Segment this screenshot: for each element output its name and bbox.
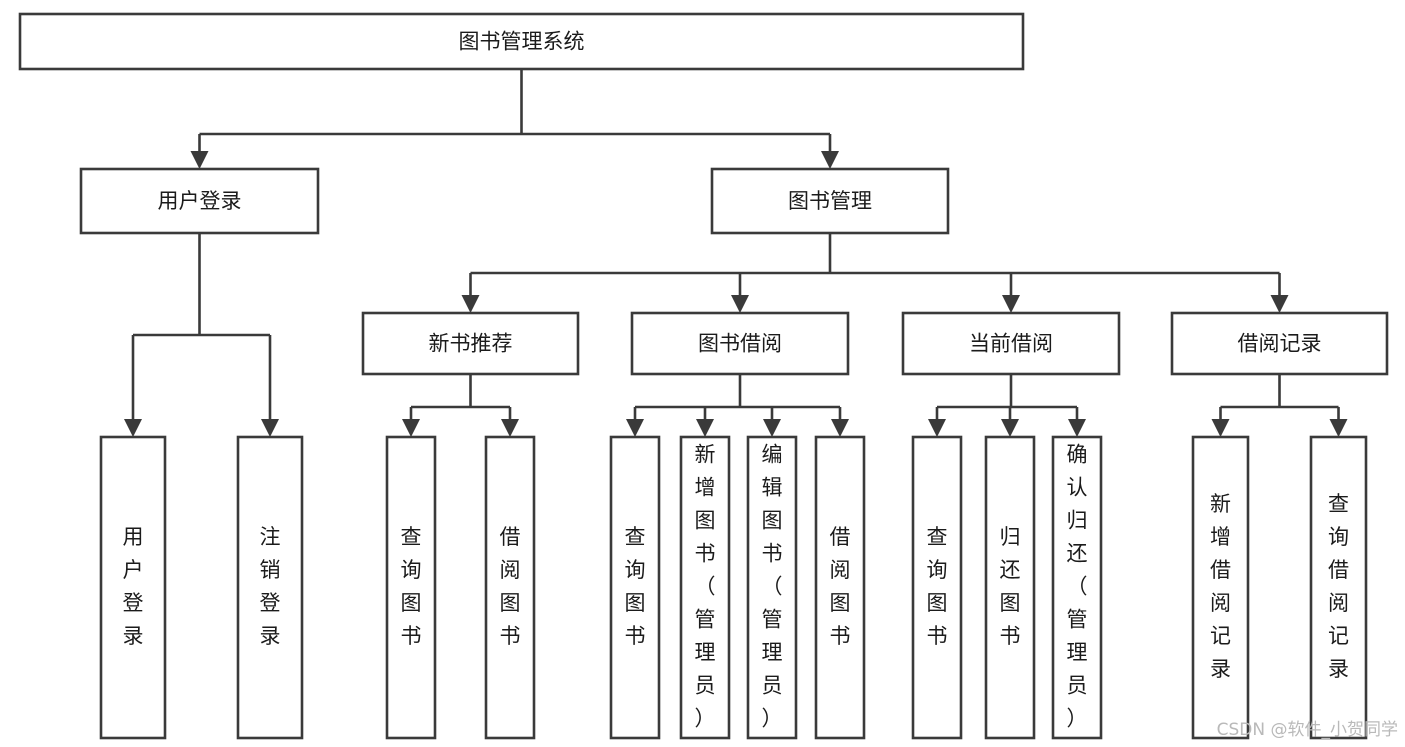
node-label-book-borrow: 图书借阅 [698, 332, 782, 356]
node-box-leaf-borrow-book-recommend [484, 435, 536, 740]
node-box-leaf-return-book [984, 435, 1036, 740]
node-leaf-query-book-current[interactable]: 查询图书 [911, 435, 963, 740]
node-label-leaf-query-book-recommend: 查询图书 [401, 525, 422, 648]
arrow-head-leaf-borrow-book [831, 419, 849, 437]
node-label-current-borrow: 当前借阅 [969, 332, 1053, 356]
arrow-head-leaf-user-logout [261, 419, 279, 437]
arrow-head-current-borrow [1002, 295, 1020, 313]
node-box-leaf-user-logout [236, 435, 304, 740]
node-box-book-borrow [630, 311, 850, 376]
node-new-book-recommend[interactable]: 新书推荐 [361, 311, 580, 376]
node-leaf-confirm-return-admin[interactable]: 确认归还（管理员） [1051, 435, 1103, 740]
node-leaf-add-book-admin[interactable]: 新增图书（管理员） [679, 435, 731, 740]
node-leaf-return-book[interactable]: 归还图书 [984, 435, 1036, 740]
node-root[interactable]: 图书管理系统 [18, 12, 1025, 71]
node-box-leaf-user-login [99, 435, 167, 740]
arrow-head-leaf-query-book-recommend [402, 419, 420, 437]
node-box-borrow-record [1170, 311, 1389, 376]
node-label-leaf-query-book-current: 查询图书 [927, 525, 948, 648]
node-box-leaf-confirm-return-admin [1051, 435, 1103, 740]
node-box-leaf-query-borrow-record [1309, 435, 1368, 740]
arrow-head-leaf-add-borrow-record [1211, 419, 1230, 437]
node-label-leaf-user-logout: 注销登录 [260, 525, 281, 648]
arrow-head-leaf-add-book-admin [696, 419, 714, 437]
node-box-leaf-add-book-admin [679, 435, 731, 740]
node-leaf-borrow-book-recommend[interactable]: 借阅图书 [484, 435, 536, 740]
node-box-leaf-query-book-current [911, 435, 963, 740]
node-leaf-user-logout[interactable]: 注销登录 [236, 435, 304, 740]
node-user-login[interactable]: 用户登录 [79, 167, 320, 235]
node-leaf-borrow-book[interactable]: 借阅图书 [814, 435, 866, 740]
node-box-root [18, 12, 1025, 71]
node-book-borrow[interactable]: 图书借阅 [630, 311, 850, 376]
node-leaf-add-borrow-record[interactable]: 新增借阅记录 [1191, 435, 1250, 740]
arrow-head-leaf-borrow-book-recommend [501, 419, 519, 437]
node-label-borrow-record: 借阅记录 [1238, 332, 1322, 356]
node-label-new-book-recommend: 新书推荐 [429, 332, 513, 356]
arrow-head-new-book-recommend [461, 295, 480, 313]
csdn-watermark: CSDN @软件_小贺同学 [1217, 720, 1398, 740]
node-label-leaf-add-book-admin: 新增图书（管理员） [695, 443, 716, 731]
arrow-head-leaf-return-book [1001, 419, 1019, 437]
arrow-head-leaf-user-login [124, 419, 142, 437]
node-box-current-borrow [901, 311, 1121, 376]
node-label-book-manage: 图书管理 [788, 189, 872, 213]
node-leaf-query-book-recommend[interactable]: 查询图书 [385, 435, 437, 740]
node-box-leaf-add-borrow-record [1191, 435, 1250, 740]
node-box-leaf-query-book-recommend [385, 435, 437, 740]
node-label-leaf-user-login: 用户登录 [123, 525, 144, 648]
arrow-head-book-manage [821, 151, 839, 169]
node-box-leaf-edit-book-admin [746, 435, 798, 740]
arrow-head-leaf-query-book-borrow [626, 419, 644, 437]
node-label-leaf-query-book-borrow: 查询图书 [625, 525, 646, 648]
connector-layer [124, 69, 1348, 437]
arrow-head-borrow-record [1270, 295, 1289, 313]
node-box-user-login [79, 167, 320, 235]
node-current-borrow[interactable]: 当前借阅 [901, 311, 1121, 376]
node-box-leaf-query-book-borrow [609, 435, 661, 740]
node-label-leaf-borrow-book: 借阅图书 [830, 525, 851, 648]
node-borrow-record[interactable]: 借阅记录 [1170, 311, 1389, 376]
arrow-head-user-login [190, 151, 209, 169]
node-label-leaf-borrow-book-recommend: 借阅图书 [500, 525, 521, 648]
node-label-leaf-edit-book-admin: 编辑图书（管理员） [762, 443, 783, 731]
node-leaf-query-borrow-record[interactable]: 查询借阅记录 [1309, 435, 1368, 740]
node-box-new-book-recommend [361, 311, 580, 376]
node-label-leaf-add-borrow-record: 新增借阅记录 [1210, 492, 1231, 681]
node-layer: 图书管理系统用户登录图书管理新书推荐图书借阅当前借阅借阅记录用户登录注销登录查询… [18, 12, 1389, 740]
arrow-head-leaf-confirm-return-admin [1068, 419, 1086, 437]
arrow-head-leaf-edit-book-admin [763, 419, 781, 437]
node-book-manage[interactable]: 图书管理 [710, 167, 950, 235]
node-box-leaf-borrow-book [814, 435, 866, 740]
arrow-head-leaf-query-borrow-record [1329, 419, 1348, 437]
node-leaf-edit-book-admin[interactable]: 编辑图书（管理员） [746, 435, 798, 740]
arrow-head-book-borrow [731, 295, 749, 313]
node-label-root: 图书管理系统 [459, 30, 585, 54]
node-box-book-manage [710, 167, 950, 235]
node-label-user-login: 用户登录 [158, 189, 242, 213]
node-label-leaf-return-book: 归还图书 [1000, 525, 1021, 648]
node-leaf-user-login[interactable]: 用户登录 [99, 435, 167, 740]
node-leaf-query-book-borrow[interactable]: 查询图书 [609, 435, 661, 740]
node-label-leaf-query-borrow-record: 查询借阅记录 [1328, 492, 1349, 681]
node-label-leaf-confirm-return-admin: 确认归还（管理员） [1067, 443, 1088, 731]
arrow-head-leaf-query-book-current [928, 419, 946, 437]
